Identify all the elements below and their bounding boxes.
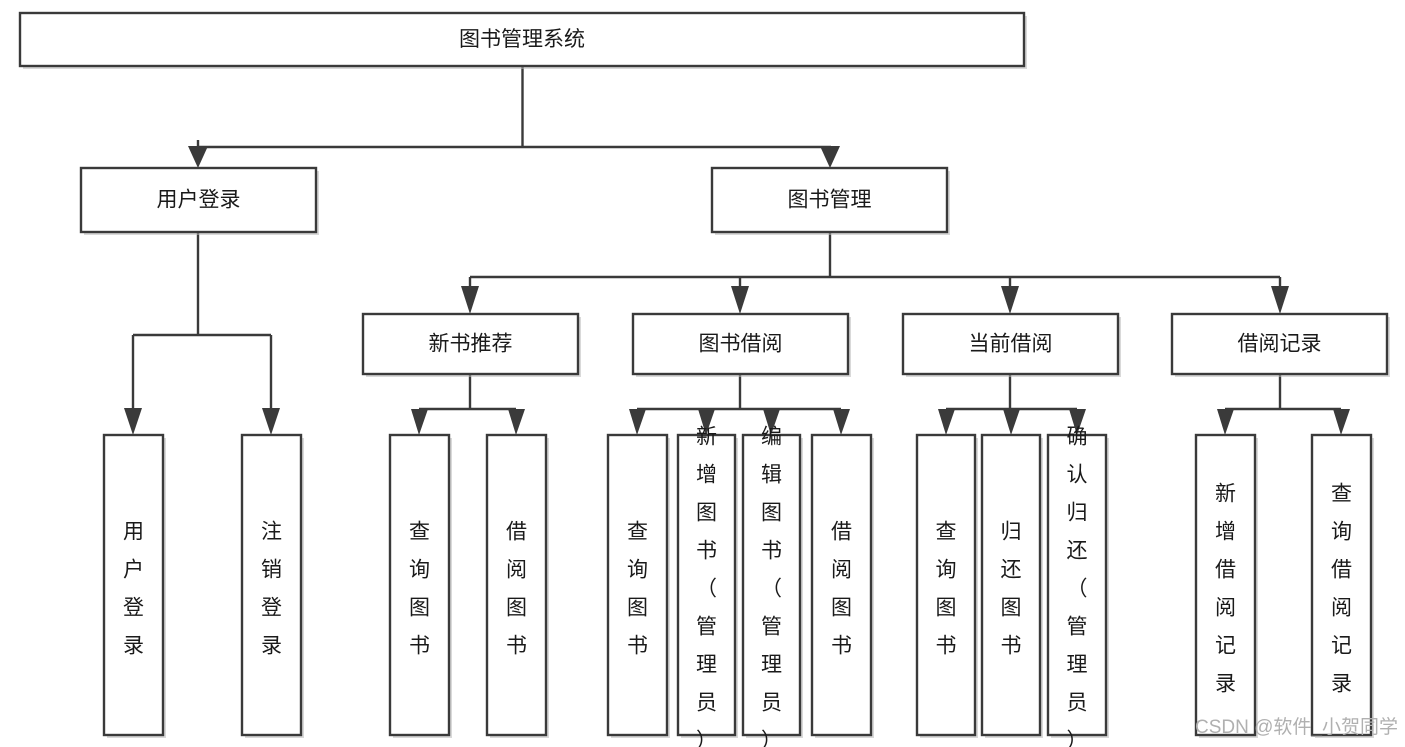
- node-label: 当前借阅: [969, 333, 1053, 356]
- node-outline: [485, 433, 548, 737]
- node-label: 图书借阅: [699, 333, 783, 356]
- node-user-login[interactable]: 用户登录: [79, 166, 319, 235]
- node-label: 图书管理系统: [459, 28, 585, 51]
- arrow-head-book-borrow: [731, 286, 749, 314]
- arrow-head-leaf-query-borrow-record: [1333, 409, 1350, 435]
- arrow-head-leaf-confirm-return-admin: [1069, 409, 1086, 435]
- node-borrow-record[interactable]: 借阅记录: [1170, 312, 1390, 377]
- node-label: 查询图书: [627, 521, 648, 658]
- node-outline: [240, 433, 303, 737]
- arrow-head-new-book-recommend: [461, 286, 479, 314]
- node-outline: [102, 433, 165, 737]
- node-label: 新增借阅记录: [1215, 483, 1236, 696]
- node-outline: [1170, 312, 1389, 376]
- arrow-head-leaf-edit-book-admin: [763, 409, 780, 435]
- node-label: 借阅图书: [831, 521, 852, 658]
- node-outline: [18, 11, 1026, 68]
- node-leaf-user-logout[interactable]: 注销登录: [240, 433, 304, 738]
- node-outline: [361, 312, 580, 376]
- arrow-head-current-borrow: [1001, 286, 1019, 314]
- arrow-head-leaf-query-book-recommend: [411, 409, 428, 435]
- node-book-manage[interactable]: 图书管理: [710, 166, 950, 235]
- arrow-head-borrow-record: [1271, 286, 1289, 314]
- node-outline: [741, 433, 802, 737]
- node-label: 确认归还（管理员）: [1067, 426, 1088, 747]
- arrow-head-leaf-query-book: [629, 409, 646, 435]
- node-label: 查询图书: [409, 521, 430, 658]
- node-outline: [901, 312, 1120, 376]
- node-book-borrow[interactable]: 图书借阅: [631, 312, 851, 377]
- node-outline: [710, 166, 949, 234]
- arrow-head-leaf-user-login: [124, 408, 142, 435]
- node-leaf-confirm-return-admin[interactable]: 确认归还（管理员）: [1046, 426, 1109, 747]
- node-leaf-add-book-admin[interactable]: 新增图书（管理员）: [676, 426, 738, 747]
- arrow-head-leaf-add-borrow-record: [1217, 409, 1234, 435]
- arrow-head-leaf-add-book-admin: [698, 409, 715, 435]
- node-label: 新书推荐: [429, 333, 513, 356]
- node-leaf-query-book-recommend[interactable]: 查询图书: [388, 433, 452, 738]
- node-current-borrow[interactable]: 当前借阅: [901, 312, 1121, 377]
- csdn-watermark: CSDN @软件_小贺同学: [1195, 716, 1398, 738]
- node-outline: [631, 312, 850, 376]
- node-leaf-borrow-book-recommend[interactable]: 借阅图书: [485, 433, 549, 738]
- node-label: 注销登录: [261, 521, 282, 658]
- node-outline: [1310, 433, 1373, 737]
- node-outline: [1046, 433, 1108, 737]
- node-leaf-query-book-current[interactable]: 查询图书: [915, 433, 978, 738]
- node-label: 新增图书（管理员）: [696, 426, 717, 747]
- node-label: 用户登录: [157, 189, 241, 212]
- arrow-head-user-login: [188, 146, 208, 168]
- connector-layer: [124, 66, 1350, 435]
- node-label: 借阅图书: [506, 521, 527, 658]
- node-outline: [388, 433, 451, 737]
- node-label: 编辑图书（管理员）: [761, 426, 782, 747]
- node-leaf-add-borrow-record[interactable]: 新增借阅记录: [1194, 433, 1258, 738]
- node-new-book-recommend[interactable]: 新书推荐: [361, 312, 581, 377]
- node-root[interactable]: 图书管理系统: [18, 11, 1027, 69]
- node-outline: [1194, 433, 1257, 737]
- node-label: 用户登录: [123, 521, 144, 658]
- arrow-head-leaf-query-book-current: [938, 409, 955, 435]
- arrow-head-leaf-borrow-book-recommend: [508, 409, 525, 435]
- node-outline: [980, 433, 1042, 737]
- node-leaf-query-borrow-record[interactable]: 查询借阅记录: [1310, 433, 1374, 738]
- node-leaf-borrow-book[interactable]: 借阅图书: [810, 433, 874, 738]
- node-outline: [810, 433, 873, 737]
- node-label: 图书管理: [788, 189, 872, 212]
- arrow-head-leaf-borrow-book: [833, 409, 850, 435]
- arrow-head-leaf-return-book: [1003, 409, 1020, 435]
- node-outline: [676, 433, 737, 737]
- node-label: 查询图书: [936, 521, 957, 658]
- node-leaf-return-book[interactable]: 归还图书: [980, 433, 1043, 738]
- node-label: 查询借阅记录: [1331, 483, 1352, 696]
- arrow-head-leaf-user-logout: [262, 408, 280, 435]
- node-leaf-query-book[interactable]: 查询图书: [606, 433, 670, 738]
- node-label: 借阅记录: [1238, 333, 1322, 356]
- node-label: 归还图书: [1001, 521, 1022, 658]
- node-leaf-user-login[interactable]: 用户登录: [102, 433, 166, 738]
- arrow-head-book-manage: [820, 146, 840, 168]
- node-outline: [606, 433, 669, 737]
- node-layer: 图书管理系统用户登录图书管理新书推荐图书借阅当前借阅借阅记录用户登录注销登录查询…: [18, 11, 1390, 747]
- node-leaf-edit-book-admin[interactable]: 编辑图书（管理员）: [741, 426, 803, 747]
- node-outline: [79, 166, 318, 234]
- node-outline: [915, 433, 977, 737]
